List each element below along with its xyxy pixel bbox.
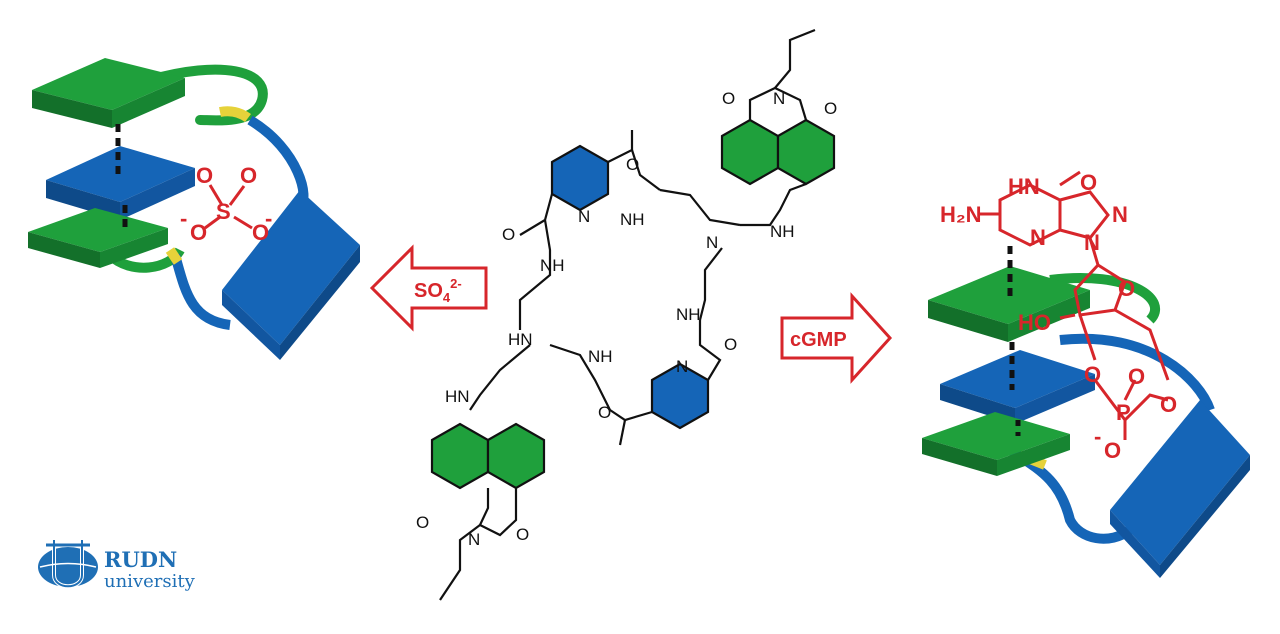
left-arrow-sulfate: SO42- bbox=[369, 244, 488, 332]
sulfate-minus1: - bbox=[180, 206, 187, 231]
logo-line2: university bbox=[104, 571, 196, 592]
green-plate-bottom bbox=[28, 208, 168, 268]
sulfate-o3: O bbox=[190, 220, 207, 245]
right-complex-cartoon bbox=[922, 246, 1250, 578]
cgmp-o-ester1: O bbox=[1084, 362, 1101, 387]
logo-line1: RUDN bbox=[104, 547, 177, 572]
atom-nh1: NH bbox=[620, 210, 645, 229]
macrocycle-atoms: N O O NH NH N HN NH NH N O O NH HN O O N… bbox=[416, 89, 837, 549]
blue-block-right bbox=[1110, 400, 1250, 578]
atom-o-imide1: O bbox=[722, 89, 735, 108]
atom-n-pyr-top: N bbox=[578, 207, 590, 226]
atom-o-amide3: O bbox=[724, 335, 737, 354]
sulfate-minus2: - bbox=[265, 206, 272, 231]
atom-hn-amine2: HN bbox=[508, 330, 533, 349]
cgmp-o-minus: O bbox=[1104, 438, 1121, 463]
atom-o-imide4: O bbox=[516, 525, 529, 544]
atom-nh4: NH bbox=[588, 347, 613, 366]
atom-o-amide1: O bbox=[626, 155, 639, 174]
atom-o-amide4: O bbox=[598, 403, 611, 422]
cgmp-h2n: H₂N bbox=[940, 202, 982, 227]
sulfate-s: S bbox=[216, 199, 231, 224]
cgmp-o-keto: O bbox=[1080, 170, 1097, 195]
left-complex-cartoon bbox=[28, 58, 360, 360]
atom-n-pyr-bot: N bbox=[676, 357, 688, 376]
cgmp-o-ester2: O bbox=[1160, 392, 1177, 417]
green-plate-bottom-right bbox=[922, 412, 1070, 476]
globe-emblem-icon bbox=[38, 540, 98, 589]
blue-block-left bbox=[222, 190, 360, 360]
rudn-logo: RUDN university bbox=[38, 540, 196, 592]
cgmp-ho: HO bbox=[1018, 310, 1051, 335]
blue-plate-middle-right bbox=[940, 350, 1095, 424]
atom-o-imide3: O bbox=[416, 513, 429, 532]
atom-n-imide-bot: N bbox=[468, 530, 480, 549]
cgmp-hn: HN bbox=[1008, 174, 1040, 199]
cgmp-n-ring2: N bbox=[1030, 225, 1046, 250]
right-arrow-cgmp: cGMP bbox=[780, 292, 893, 384]
green-plate-top bbox=[32, 58, 185, 128]
cgmp-molecule: HN O H₂N N N N O HO O O O P O - bbox=[940, 170, 1177, 463]
sulfate-o2: O bbox=[240, 163, 257, 188]
cgmp-p: P bbox=[1116, 400, 1131, 425]
atom-o-amide2: O bbox=[502, 225, 515, 244]
macrocycle-structure bbox=[430, 28, 836, 601]
right-arrow-label: cGMP bbox=[790, 329, 847, 351]
cgmp-n-ring3: N bbox=[1084, 230, 1100, 255]
sulfate-o4: O bbox=[252, 220, 269, 245]
sulfate-ion: O O S O O - - bbox=[180, 163, 272, 245]
atom-nh-link: NH bbox=[770, 222, 795, 241]
cgmp-o-dbl: O bbox=[1128, 364, 1145, 389]
left-arrow-label: SO42- bbox=[414, 276, 462, 305]
sulfate-o1: O bbox=[196, 163, 213, 188]
atom-o-imide2: O bbox=[824, 99, 837, 118]
atom-hn-link: HN bbox=[445, 387, 470, 406]
atom-n-amine1: N bbox=[706, 233, 718, 252]
cgmp-n-ring1: N bbox=[1112, 202, 1128, 227]
cgmp-minus: - bbox=[1094, 424, 1101, 449]
atom-n-imide-top: N bbox=[773, 89, 785, 108]
cgmp-o-sugar: O bbox=[1118, 276, 1135, 301]
atom-nh2: NH bbox=[540, 256, 565, 275]
atom-nh3: NH bbox=[676, 305, 701, 324]
